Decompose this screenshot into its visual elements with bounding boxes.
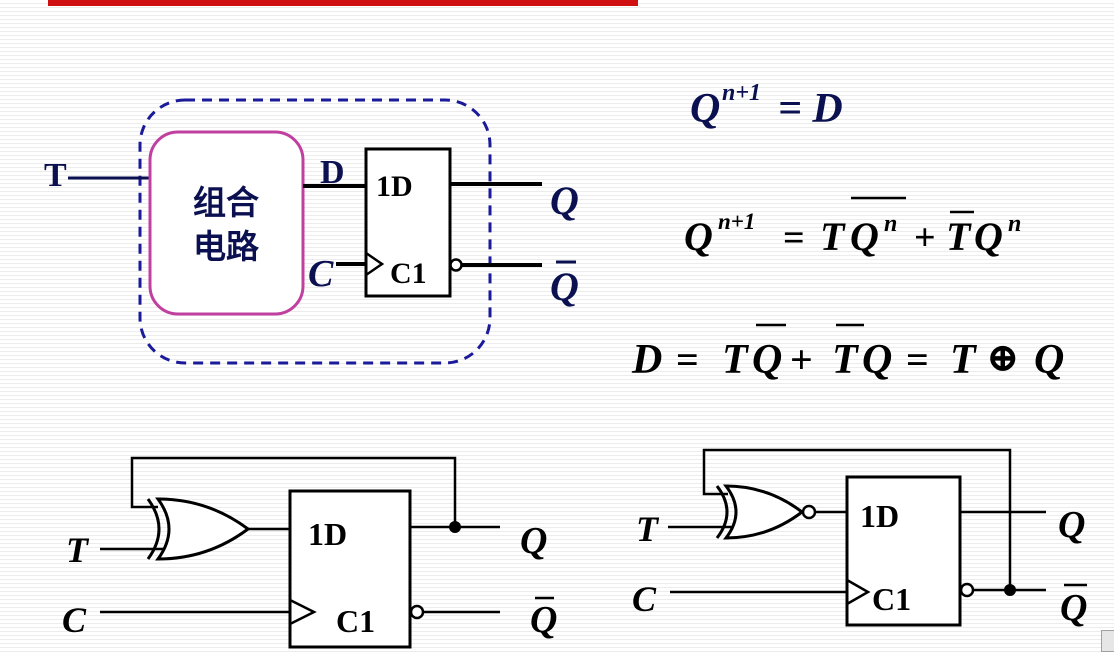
eq3-xor-symbol: ⊕	[986, 335, 1020, 380]
bl-T-label: T	[66, 530, 90, 570]
top-Qbar-bubble	[449, 258, 463, 272]
top-input-T-label: T	[44, 157, 67, 194]
bl-xor-gate	[155, 497, 251, 561]
br-xnor-extra-arc	[715, 485, 729, 539]
eq2-Q1: Q	[850, 214, 879, 259]
eq2-T1: T	[820, 214, 846, 259]
br-flipflop-box	[845, 475, 962, 627]
br-C-label: C	[632, 579, 657, 619]
top-D-label: D	[320, 154, 345, 191]
corner-scroll-handle[interactable]	[1101, 630, 1114, 652]
bl-Q-label: Q	[520, 520, 547, 562]
eq3-T3: T	[950, 337, 978, 383]
bl-feedback-wire	[130, 456, 457, 527]
eq3-Q3: Q	[1034, 337, 1064, 383]
top-ff-C1-label: C1	[390, 257, 427, 290]
top-Qbar-label: Q	[550, 264, 579, 309]
eq3-equals2: =	[906, 337, 929, 382]
top-ff-1D-label: 1D	[376, 170, 413, 203]
eq1-rhs: = D	[778, 86, 843, 132]
eq2-equals: =	[783, 217, 805, 259]
top-clock-triangle	[365, 251, 385, 277]
equation-2: Q n+1 = T Q n + T Q n	[684, 196, 1021, 259]
br-Qbar-bubble	[959, 582, 975, 598]
br-ff-1D-label: 1D	[860, 498, 899, 534]
bottom-right-circuit: T 1D C1 C Q Q	[632, 448, 1087, 629]
eq3-T1: T	[722, 337, 750, 383]
bl-Qbar-label: Q	[530, 599, 557, 641]
eq1-Q: Q	[690, 86, 720, 132]
br-clock-triangle	[846, 578, 871, 606]
combinational-circuit-box	[148, 130, 305, 316]
br-ff-C1-label: C1	[872, 581, 911, 617]
combo-label-line1: 组合	[193, 183, 259, 222]
eq3-T2: T	[832, 337, 860, 383]
eq3-D: D	[631, 337, 662, 383]
eq2-T2: T	[946, 214, 972, 259]
title-bar	[48, 0, 638, 6]
dashed-boundary	[138, 98, 492, 365]
equation-3: D = T Q + T Q = T ⊕ Q	[631, 323, 1064, 383]
br-xnor-gate	[722, 484, 805, 540]
bl-flipflop-box	[288, 489, 412, 649]
top-Q-label: Q	[550, 178, 579, 223]
bl-Qbar-bubble	[409, 604, 425, 620]
top-flipflop-box	[364, 147, 452, 298]
eq2-plus: +	[914, 217, 936, 259]
bl-clock-triangle	[289, 598, 317, 626]
bl-ff-1D-label: 1D	[308, 516, 347, 552]
eq3-plus: +	[790, 337, 813, 382]
eq1-superscript: n+1	[722, 80, 761, 106]
eq3-equals1: =	[676, 337, 699, 382]
br-feedback-wire	[702, 448, 1012, 590]
equation-1: Q n+1 = D	[690, 80, 843, 132]
eq2-Q: Q	[684, 214, 713, 259]
eq2-n1: n	[884, 211, 897, 237]
top-C-label: C	[308, 253, 334, 295]
br-Qbar-label: Q	[1060, 587, 1087, 629]
bottom-left-circuit: T 1D C1 C Q Q	[62, 456, 557, 649]
bl-ff-C1-label: C1	[336, 603, 375, 639]
br-T-label: T	[636, 509, 660, 549]
eq3-Q2: Q	[862, 337, 892, 383]
combo-label-line2: 电路	[193, 227, 260, 266]
bl-xor-extra-arc	[146, 498, 161, 560]
top-diagram: T 组合 电路 D 1D C1 C Q Q	[44, 98, 579, 365]
eq2-n2: n	[1008, 211, 1021, 237]
br-Q-label: Q	[1058, 504, 1085, 546]
eq2-superscript: n+1	[718, 209, 755, 234]
eq3-Q1: Q	[752, 337, 782, 383]
eq2-Q2: Q	[974, 214, 1003, 259]
bl-C-label: C	[62, 600, 87, 640]
br-xnor-bubble	[801, 504, 817, 520]
